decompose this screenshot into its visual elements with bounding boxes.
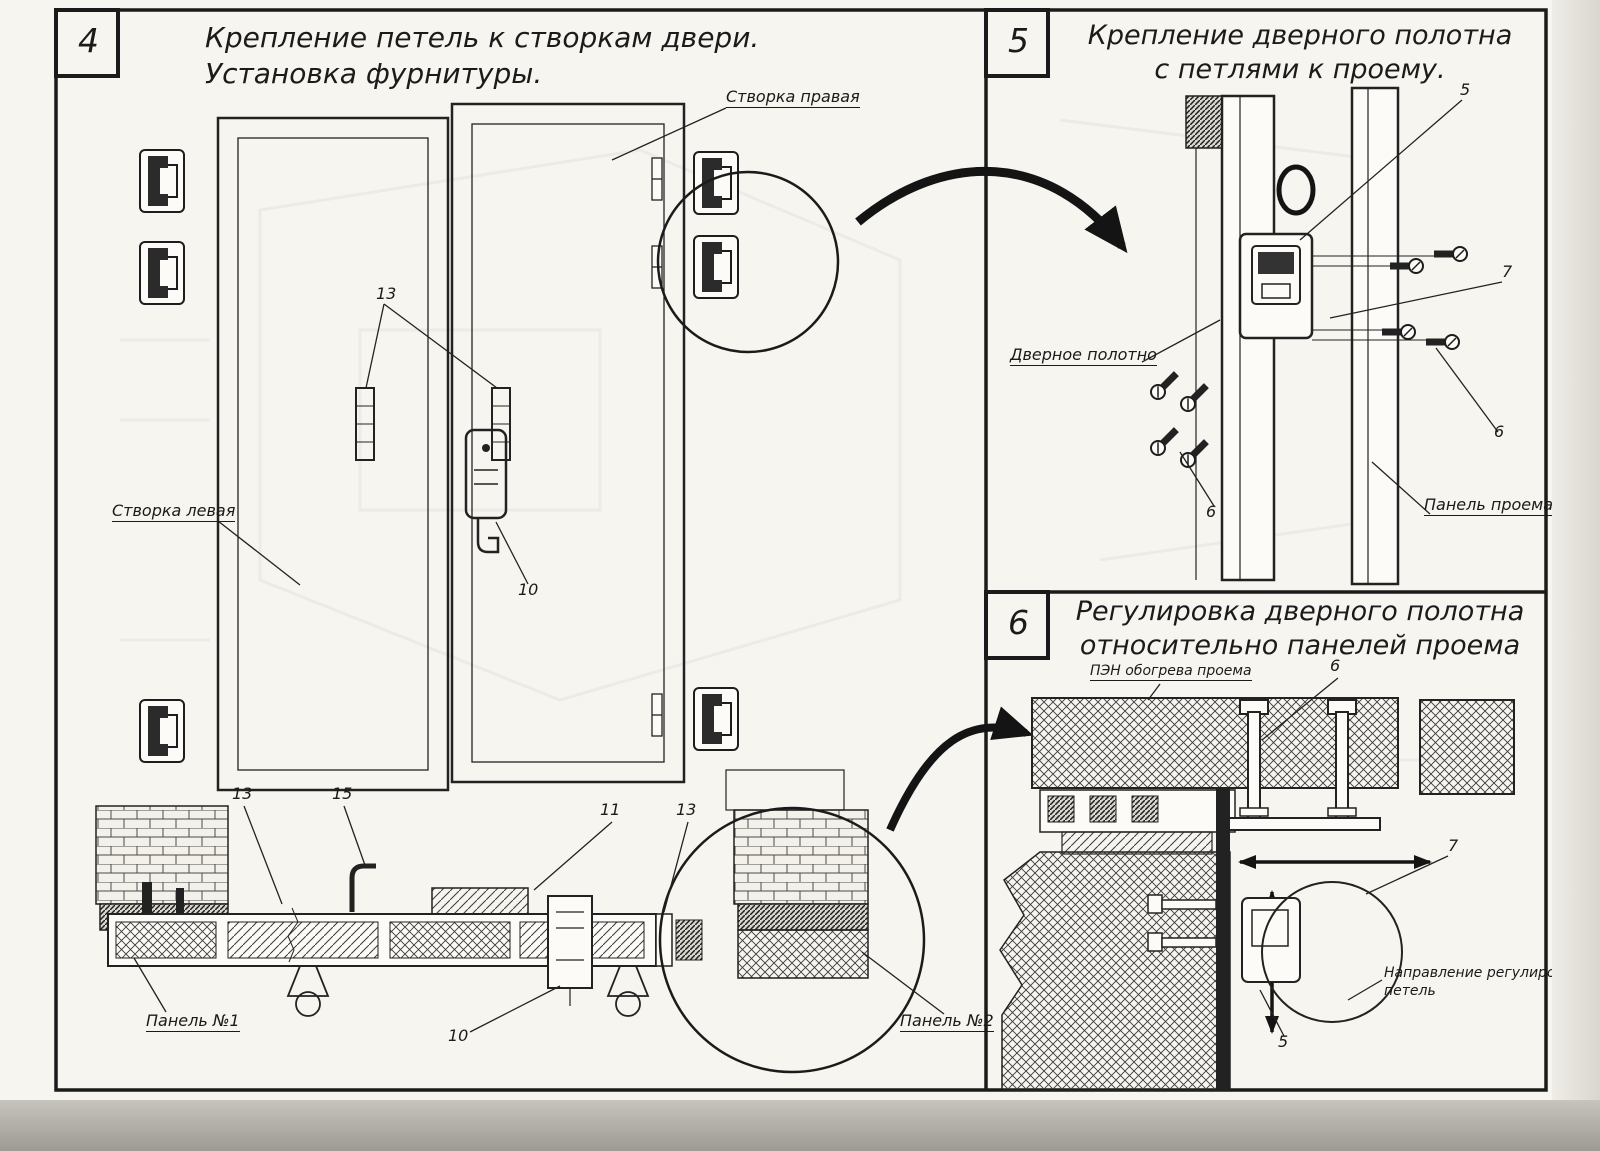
hinge-icons [139,149,739,763]
leaders-panel5 [1141,99,1503,515]
label-door-leaf: Дверное полотно [1010,345,1157,366]
panel4-number: 4 [78,21,99,60]
panel6-number: 6 [1008,603,1029,642]
callout-7-screws: 7 [1502,262,1513,281]
callout-13-hinge-plates: 13 [376,284,397,303]
adjusted-hinge [1241,897,1301,983]
adjustment-bolts [1224,699,1381,831]
scan-edge-right [1552,0,1600,1100]
wall-bolts [1147,894,1217,952]
panel6-title-line1: Регулировка дверного полотна [1075,596,1525,627]
arrow-to-panel5 [855,166,1128,254]
panel-borders [54,8,1548,1092]
label-panel1: Панель №1 [146,1011,240,1032]
panel4-title-line2: Установка фурнитуры. [205,57,543,90]
wall-section [999,851,1231,1091]
detail-circle-hinge [656,170,840,354]
leaders-panel4-bottom [133,805,945,1033]
callout-13-section-left: 13 [232,784,253,803]
callout-5-hinge: 5 [1460,80,1471,99]
label-direction-line1: Направление регулировки [1384,965,1582,981]
label-direction-line2: петель [1384,983,1436,999]
callout-7-frame: 7 [1448,836,1459,855]
screw-lines [1312,255,1444,341]
callout-6-bolt: 6 [1330,656,1341,675]
lock-and-plates [355,387,511,554]
panel5-title-line2: с петлями к проему. [1154,54,1446,85]
panel5-number: 5 [1008,21,1029,60]
handle-hole [1276,164,1316,216]
adjustment-circle [1261,881,1403,1023]
callout-11-latch: 11 [600,800,621,819]
panel5-title-line1: Крепление дверного полотна [1087,20,1513,51]
leaders-panel4-top [217,107,727,586]
callout-10-lock: 10 [518,580,539,599]
label-panel2: Панель №2 [900,1011,994,1032]
label-right-leaf: Створка правая [726,87,860,108]
callout-15-handle: 15 [332,784,353,803]
hinge-bracket [1238,232,1314,340]
cross-section-drawing [95,769,945,1074]
panel4-title-line1: Крепление петель к створкам двери. [205,21,760,54]
callout-6-screws-right: 6 [1494,422,1505,441]
label-opening-panel: Панель проема [1424,495,1554,516]
label-left-leaf: Створка левая [112,501,236,522]
callout-6-screws-left: 6 [1206,502,1217,521]
panel6-title-line2: относительно панелей проема [1079,630,1521,661]
callout-5-hinge-adjust: 5 [1278,1032,1289,1051]
top-rail [1039,789,1236,855]
label-heater: ПЭН обогрева проема [1090,663,1252,682]
detail-circle-threshold [658,806,926,1074]
callout-10-flushbolt: 10 [448,1026,469,1045]
callout-13-section-right: 13 [676,800,697,819]
arrow-to-panel6 [886,706,1034,832]
scan-edge-bottom [0,1100,1600,1151]
door-leaves-drawing [216,102,686,792]
panel6-drawing [999,677,1515,1091]
leaders-panel6 [1147,677,1449,1037]
panel5-drawing [1141,86,1503,586]
